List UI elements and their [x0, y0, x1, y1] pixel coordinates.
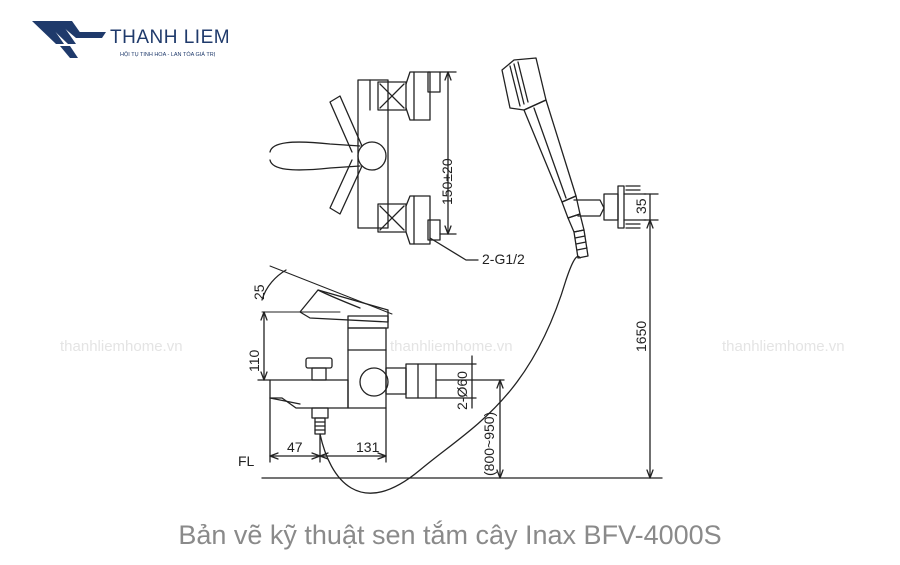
dim-spacing: 150±20 — [439, 158, 455, 205]
caption: Bản vẽ kỹ thuật sen tắm cây Inax BFV-400… — [178, 520, 722, 550]
dim-install-height: (800~950) — [481, 412, 497, 476]
top-view — [269, 71, 479, 261]
watermark-right: thanhliemhome.vn — [722, 338, 845, 355]
logo-name: THANH LIEM — [110, 27, 231, 48]
logo-tagline: HỘI TỤ TINH HOA - LAN TỎA GIÁ TRỊ — [120, 52, 216, 58]
hand-shower — [501, 57, 659, 479]
logo-mark-icon — [32, 21, 106, 58]
dim-inlets: 2-G1/2 — [482, 251, 525, 267]
dim-body-width: 131 — [356, 439, 380, 455]
front-view — [257, 255, 663, 494]
dim-spout-offset: 47 — [287, 439, 303, 455]
brand-logo: THANH LIEM HỘI TỤ TINH HOA - LAN TỎA GIÁ… — [30, 18, 250, 66]
dim-holder-height: 1650 — [633, 321, 649, 352]
watermark-left: thanhliemhome.vn — [60, 338, 183, 355]
dim-rosette: 2-Ø60 — [454, 371, 470, 410]
watermark-center: thanhliemhome.vn — [390, 338, 513, 355]
dim-angle: 25 — [251, 284, 267, 300]
floor-label: FL — [238, 453, 255, 469]
dim-spout-height: 110 — [246, 349, 262, 372]
dim-bracket: 35 — [633, 198, 649, 214]
